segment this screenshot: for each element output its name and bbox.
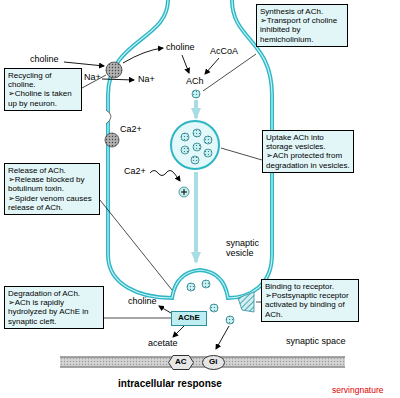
oval-shape bbox=[203, 356, 225, 370]
hex-shape bbox=[169, 356, 194, 370]
adenylyl-cyclase: AC bbox=[168, 355, 194, 370]
enzyme-box: AChE bbox=[171, 311, 207, 326]
callout-heading: Binding to receptor. bbox=[265, 282, 355, 291]
node-label: Gi bbox=[209, 358, 218, 367]
nerve-terminal bbox=[108, 0, 272, 298]
callout-text: ➢ACh protected from degradation in vesic… bbox=[266, 151, 350, 169]
callout-heading: Degradation of ACh. bbox=[8, 289, 100, 298]
text-label: Na+ bbox=[84, 72, 101, 82]
ach-molecules bbox=[181, 90, 234, 324]
callout-heading: Recycling of choline. bbox=[8, 71, 78, 89]
text-label: choline bbox=[166, 42, 195, 52]
callout-text: ➢Postsynaptic receptor activated by bind… bbox=[265, 291, 355, 319]
text-label: choline bbox=[128, 296, 157, 306]
text-label: intracellular response bbox=[118, 378, 222, 390]
synaptic-vesicle bbox=[171, 121, 219, 169]
text-label: acetate bbox=[148, 338, 178, 348]
g-protein: Gi bbox=[202, 355, 225, 370]
text-label: choline bbox=[30, 54, 59, 64]
text-label: Ca2+ bbox=[120, 124, 142, 134]
callout-text: ➢Transport of choline inhibited by hemic… bbox=[260, 16, 344, 44]
callout-text: ➢Release blocked by botulinum toxin. bbox=[8, 175, 96, 193]
receptor bbox=[238, 292, 254, 312]
callout-box: Binding to receptor.➢Postsynaptic recept… bbox=[261, 279, 359, 322]
callout-text: ➢Choline is taken up by neuron. bbox=[8, 89, 78, 107]
text-label: synaptic vesicle bbox=[226, 238, 268, 259]
callout-text: ➢ACh is rapidly hydrolyzed by AChE in sy… bbox=[8, 298, 100, 326]
callout-text: ➢Spider venom causes release of ACh. bbox=[8, 194, 96, 212]
text-label: synaptic space bbox=[286, 336, 346, 346]
callout-heading: Synthesis of ACh. bbox=[260, 7, 344, 16]
callout-box: Synthesis of ACh.➢Transport of choline i… bbox=[256, 4, 348, 47]
text-label: Ca2+ bbox=[124, 166, 146, 176]
calcium-site bbox=[179, 187, 189, 197]
callout-box: Release of ACh.➢Release blocked by botul… bbox=[4, 163, 100, 215]
node-label: AChE bbox=[178, 314, 200, 323]
membrane-proteins bbox=[105, 62, 122, 147]
callout-box: Degradation of ACh.➢ACh is rapidly hydro… bbox=[4, 286, 104, 329]
text-label: Na+ bbox=[138, 74, 155, 84]
callout-box: Uptake ACh into storage vesicles.➢ACh pr… bbox=[262, 130, 354, 173]
watermark: servingnature bbox=[332, 386, 384, 396]
node-label: AC bbox=[175, 358, 187, 367]
callout-heading: Release of ACh. bbox=[8, 166, 96, 175]
text-label: ACh bbox=[186, 76, 204, 86]
callout-heading: Uptake ACh into storage vesicles. bbox=[266, 133, 350, 151]
rect-shape bbox=[172, 312, 207, 326]
text-label: AcCoA bbox=[210, 46, 238, 56]
callout-box: Recycling of choline.➢Choline is taken u… bbox=[4, 68, 82, 111]
leader-lines bbox=[82, 54, 262, 318]
